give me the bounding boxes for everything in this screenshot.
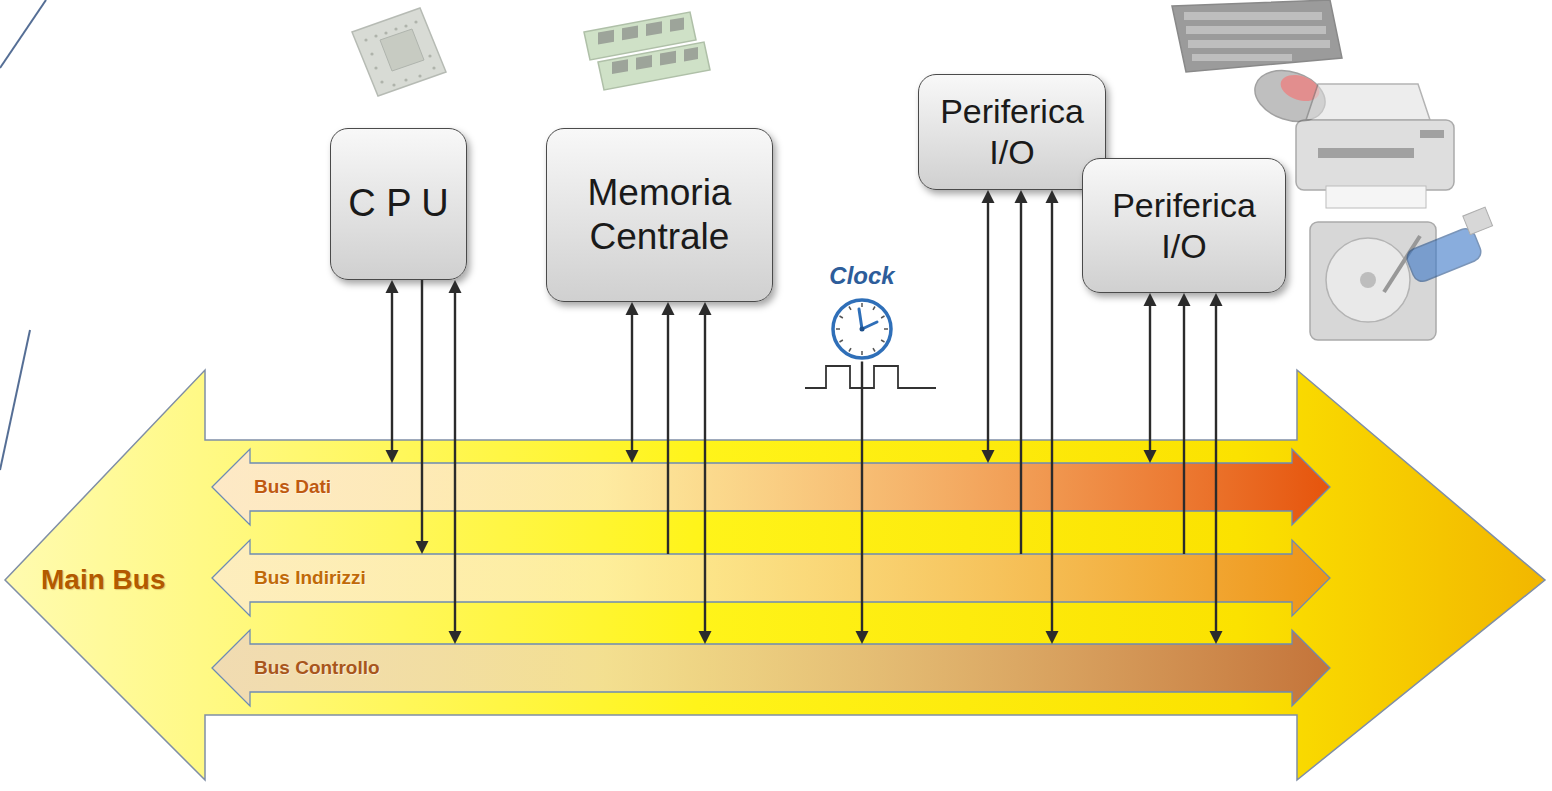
bus-connector bbox=[626, 302, 639, 463]
clock-square-wave bbox=[805, 366, 936, 388]
arrow-head bbox=[386, 280, 399, 293]
clock-tick bbox=[849, 306, 851, 309]
node-label: Memoria Centrale bbox=[556, 171, 763, 260]
clock-tick bbox=[849, 348, 851, 351]
clock-tick bbox=[861, 303, 863, 307]
arrow-head bbox=[1046, 190, 1059, 203]
clock-face bbox=[833, 300, 891, 358]
cpu-chip-picture bbox=[352, 8, 446, 96]
io-device-box: Periferica I/O bbox=[1082, 158, 1286, 293]
clock-hand bbox=[859, 309, 862, 329]
bus-band-outline bbox=[212, 449, 1330, 525]
bus-connector bbox=[982, 190, 995, 463]
hard-disk-picture bbox=[1310, 222, 1436, 340]
ram-sticks-picture bbox=[584, 12, 710, 90]
node-label: Bus Dati bbox=[254, 463, 331, 511]
node-label: C P U bbox=[340, 181, 457, 227]
arrow-head bbox=[982, 190, 995, 203]
node-label: Main Bus bbox=[41, 564, 165, 596]
control-bus-band: Bus Controllo bbox=[212, 644, 1330, 692]
clock-tick bbox=[881, 316, 884, 318]
keyboard-picture bbox=[1172, 0, 1342, 72]
arrow-head bbox=[1015, 190, 1028, 203]
main-bus-outline bbox=[5, 370, 1545, 780]
clock-tick bbox=[881, 340, 884, 342]
node-label: Bus Indirizzi bbox=[254, 554, 366, 602]
io-device-box: Periferica I/O bbox=[918, 74, 1106, 190]
bus-band-outline bbox=[212, 630, 1330, 706]
connector-line bbox=[987, 202, 989, 451]
bus-band-shape bbox=[212, 540, 1330, 616]
printer-picture bbox=[1296, 84, 1454, 208]
node-label: Clock bbox=[829, 262, 894, 290]
arrow-head bbox=[626, 302, 639, 315]
clock-tick bbox=[873, 348, 875, 351]
clock-pin bbox=[860, 326, 865, 331]
arrow-head bbox=[662, 302, 675, 315]
bus-band-shape bbox=[212, 449, 1330, 525]
clock-tick bbox=[873, 306, 875, 309]
data-bus-band: Bus Dati bbox=[212, 463, 1330, 511]
node-label: Periferica I/O bbox=[1092, 185, 1276, 267]
arrow-head bbox=[699, 302, 712, 315]
arrow-head bbox=[1144, 293, 1157, 306]
box-shape bbox=[918, 74, 1106, 190]
connector-line bbox=[391, 292, 393, 451]
bus-band-outline bbox=[212, 540, 1330, 616]
main-bus-shape bbox=[5, 370, 1545, 780]
node-label: Periferica I/O bbox=[928, 91, 1096, 173]
bus-connector bbox=[1144, 293, 1157, 463]
address-bus-band: Bus Indirizzi bbox=[212, 554, 1330, 602]
main-bus-arrow: Main Bus Bus DatiBus IndirizziBus Control… bbox=[5, 370, 1545, 780]
clock-tick bbox=[840, 316, 843, 318]
arrow-head bbox=[449, 280, 462, 293]
bus-connector bbox=[386, 280, 399, 463]
clock-node: Clock bbox=[815, 262, 909, 362]
clock-tick bbox=[884, 328, 888, 330]
arrow-head bbox=[1178, 293, 1191, 306]
box-shape bbox=[546, 128, 773, 302]
bus-band-shape bbox=[212, 630, 1330, 706]
connector-line bbox=[631, 314, 633, 451]
clock-tick bbox=[836, 328, 840, 330]
connector-line bbox=[1149, 305, 1151, 451]
left-decor-lines bbox=[0, 0, 46, 470]
box-shape bbox=[1082, 158, 1286, 293]
clock-icon bbox=[829, 296, 895, 362]
node-label: Bus Controllo bbox=[254, 644, 380, 692]
arrow-head bbox=[1210, 293, 1223, 306]
cpu-box: C P U bbox=[330, 128, 467, 280]
memory-box: Memoria Centrale bbox=[546, 128, 773, 302]
clock-tick bbox=[861, 351, 863, 355]
usb-stick-picture bbox=[1404, 207, 1492, 284]
clock-tick bbox=[840, 340, 843, 342]
